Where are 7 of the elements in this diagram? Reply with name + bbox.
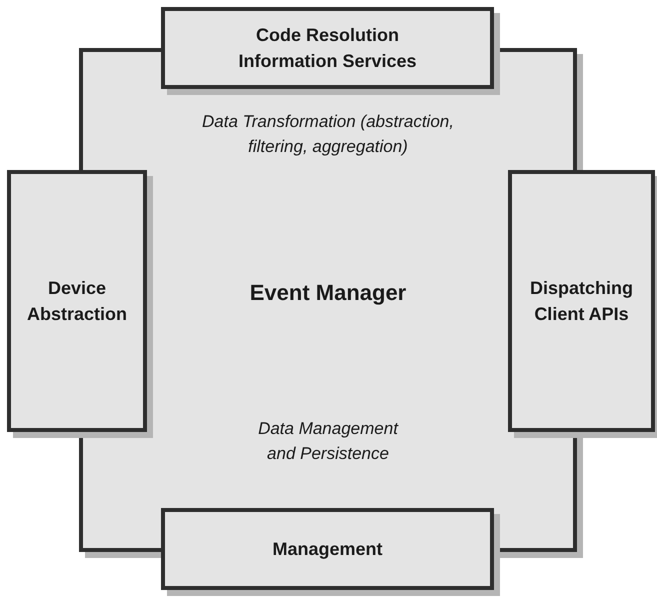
box-label: Code Resolution Information Services <box>237 24 418 73</box>
box-label: Device Abstraction <box>26 277 128 326</box>
panel-note: Data Management and Persistence <box>258 419 398 463</box>
box-label: Management <box>272 538 383 561</box>
panel-note: Data Transformation (abstraction, filtering, aggregation) <box>202 112 454 156</box>
panel-title: Event Manager <box>250 280 406 305</box>
box-label: Dispatching Client APIs <box>528 277 634 326</box>
